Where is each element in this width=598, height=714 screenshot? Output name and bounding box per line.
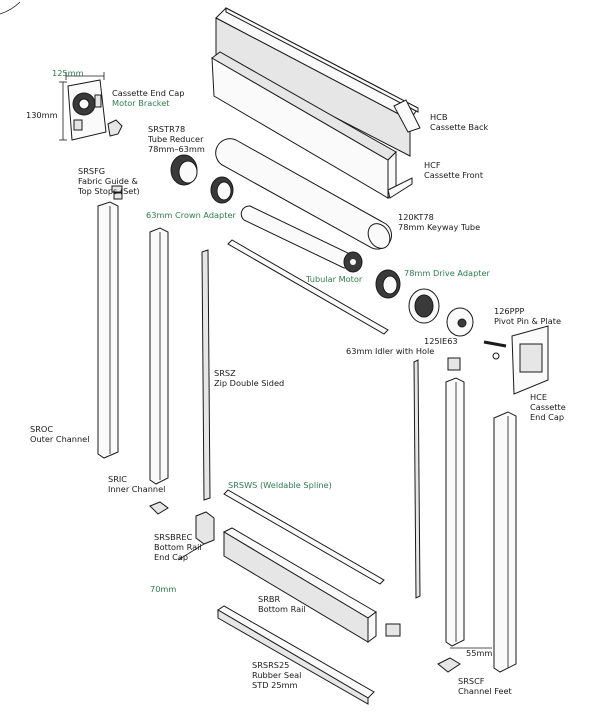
label-tube-reducer: Tube Reducer [147,134,204,144]
label-srsbrec: SRSBREC [154,532,193,542]
label-cap-width: 125mm [52,68,84,78]
label-idler-hole: 63mm Idler with Hole [346,346,434,356]
outer-channel-left-part [97,201,119,459]
label-drive-adapter: 78mm Drive Adapter [404,268,491,278]
label-crown-adapter: 63mm Crown Adapter [146,210,236,220]
outer-channel-right-part [493,411,517,673]
label-srsfg: SRSFG [78,166,105,176]
pivot-pin-part [483,340,507,360]
rubber-seal-part [217,605,375,705]
channel-foot-small-left [149,501,169,515]
tube-reducer-part [170,154,198,186]
label-hce-end-cap: End Cap [530,412,564,422]
label-motor-bracket: Motor Bracket [112,98,170,108]
inner-channel-right-part [445,377,465,647]
corner-arc [0,1,21,15]
label-srsz: SRSZ [214,368,236,378]
label-srsws: SRSWS (Weldable Spline) [228,480,332,490]
label-sroc: SROC [30,424,53,434]
label-sric: SRIC [108,474,127,484]
dim-line-70 [177,543,205,561]
drive-adapter-part [375,269,401,299]
label-channel-feet: Channel Feet [458,686,513,696]
cassette-front-part [211,51,413,200]
label-srstr78: SRSTR78 [148,124,185,134]
label-hce: HCE [530,392,547,402]
inner-channel-part [149,227,169,485]
label-cassette-end-cap: Cassette End Cap [112,88,184,98]
label-keyway-tube: 78mm Keyway Tube [398,222,480,232]
label-hcf: HCF [424,160,441,170]
label-srsbrec-bottom-rail: Bottom Rail [154,542,202,552]
label-srsbrec-end-cap: End Cap [154,552,188,562]
label-srbr: SRBR [258,594,281,604]
label-srscf: SRSCF [458,676,485,686]
zip-part [201,249,211,501]
cassette-back-part [215,7,421,157]
label-cassette-front: Cassette Front [424,170,484,180]
bracket-clip [107,119,123,137]
label-outer-channel: Outer Channel [30,434,89,444]
spline-top-part [227,239,389,335]
fabric-guide-part [111,185,123,200]
channel-feet-part [437,657,461,673]
zip-right-part [413,359,421,599]
label-cap-height: 130mm [26,110,58,120]
label-78-63: 78mm–63mm [148,144,205,154]
label-120kt78: 120KT78 [398,212,434,222]
label-126ppp: 126PPP [494,306,525,316]
idler-part [446,307,474,337]
label-125ie63: 125IE63 [424,336,458,346]
cassette-end-cap-part [59,72,123,141]
label-hce-cassette: Cassette [530,402,566,412]
tubular-motor-part [240,205,363,273]
rail-end-block [385,623,401,637]
label-dim-70: 70mm [150,584,176,594]
label-zip-double-sided: Zip Double Sided [214,378,284,388]
bottom-rail-end-cap-part [177,511,215,561]
label-cassette-back: Cassette Back [430,122,488,132]
label-dim-55: 55mm [466,648,492,658]
label-top-stops: Top Stops (Set) [77,186,140,196]
label-rubber-seal: Rubber Seal [252,670,301,680]
cassette-end-cap-hce-part [511,325,549,395]
crown-adapter-part [210,176,234,204]
top-stop-right [447,357,461,371]
label-fabric-guide: Fabric Guide & [78,176,139,186]
label-std-25mm: STD 25mm [252,680,297,690]
drive-adapter-body [408,288,440,324]
label-inner-channel: Inner Channel [108,484,165,494]
label-hcb: HCB [430,112,448,122]
label-tubular-motor: Tubular Motor [305,274,363,284]
keyway-tube-part [215,138,392,250]
weldable-spline-part [223,489,385,585]
label-srsrs25: SRSRS25 [252,660,289,670]
label-pivot-pin-plate: Pivot Pin & Plate [494,316,561,326]
label-bottom-rail: Bottom Rail [258,604,306,614]
bottom-rail-part [222,527,377,643]
